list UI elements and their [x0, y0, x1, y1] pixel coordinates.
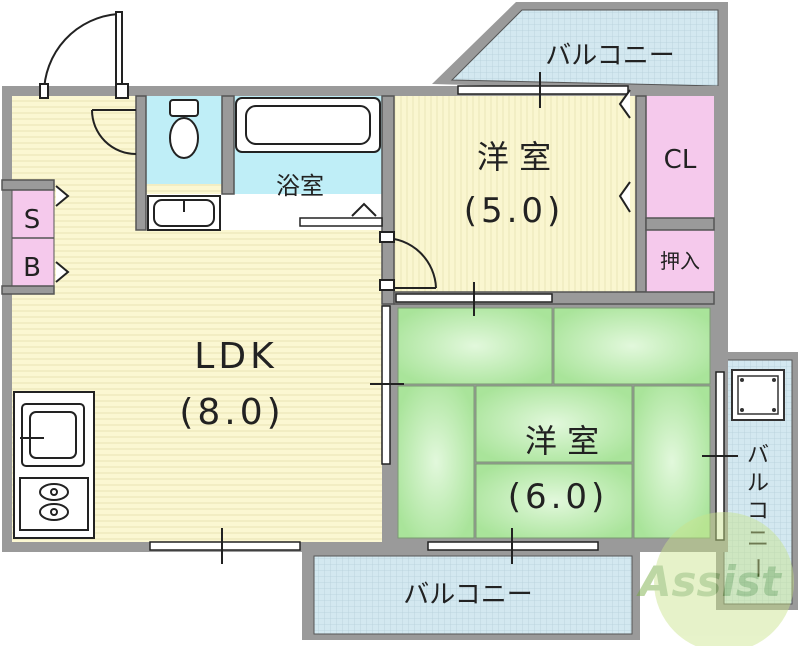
tatami-room — [394, 304, 714, 542]
watermark-text: Assist — [636, 557, 783, 606]
western-north-name: 洋 室 — [477, 138, 551, 176]
washbasin-fixture — [147, 195, 221, 231]
doors — [39, 11, 631, 291]
shoe-box-top: S — [24, 205, 41, 235]
bathtub-fixture — [235, 97, 381, 153]
closet-floor — [646, 96, 714, 218]
balcony-north-label: バルコニー — [545, 41, 674, 71]
ldk-size: (8.0) — [179, 392, 284, 433]
toilet-fixture — [169, 99, 199, 159]
western-south-name: 洋 室 — [525, 422, 599, 460]
balcony-east: バ ル コ ニ ー — [716, 352, 798, 610]
shoe-box-bottom: B — [23, 253, 41, 283]
oshiire-name: 押入 — [660, 249, 700, 273]
balcony-south-label: バルコニー — [403, 580, 532, 610]
balcony-east-char-3: コ — [747, 499, 769, 524]
western-north-floor — [394, 96, 636, 292]
balcony-east-char-5: ー — [744, 557, 769, 579]
western-north-size: (5.0) — [464, 191, 565, 231]
kitchen-fixture — [13, 391, 95, 539]
ldk-name: LDK — [194, 336, 277, 377]
watermark-logo: Assist — [636, 512, 794, 646]
balcony-south: バルコニー — [302, 550, 640, 640]
balcony-east-char-1: バ — [747, 443, 769, 468]
oshiire-floor — [646, 230, 714, 292]
bath-name: 浴室 — [276, 172, 324, 200]
balcony-east-char-4: ニ — [747, 527, 769, 552]
western-south-size: (6.0) — [508, 477, 609, 517]
windows — [149, 72, 738, 564]
balcony-north: バルコニー — [432, 2, 728, 92]
closet-name: CL — [664, 145, 697, 175]
balcony-east-char-2: ル — [747, 471, 769, 496]
